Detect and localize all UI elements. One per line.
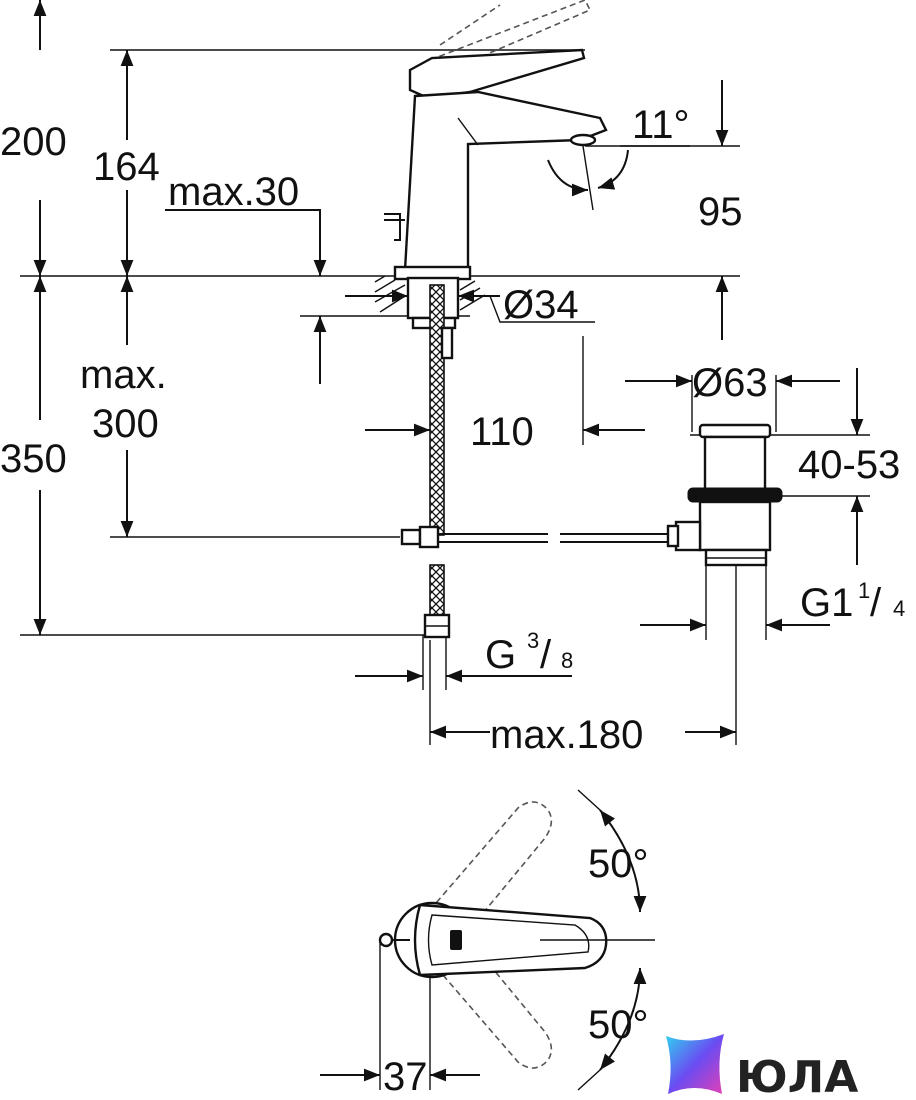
dim-waste-range: 40-53: [798, 443, 900, 487]
lever-handle: [408, 48, 586, 100]
dim-supply-thread-prefix: G: [485, 633, 516, 677]
svg-text:/: /: [870, 581, 882, 625]
lever-raised-outline: [428, 0, 592, 71]
brand-logo-icon: [666, 1034, 724, 1094]
faucet-body: [403, 90, 608, 272]
dim-total-height: 200: [0, 120, 67, 164]
dim-waste-thread-den: 4: [893, 596, 905, 621]
lever-left-position: [428, 801, 553, 937]
dim-max-value: 300: [92, 402, 159, 446]
popup-knob: [378, 932, 394, 948]
dim-max-distance: max.180: [490, 713, 643, 757]
deck-section: [374, 275, 486, 313]
popup-rod-lower: [440, 326, 454, 360]
side-view-labels: 200 164 max.30 11° 95 Ø34 max. 300 350 1…: [0, 103, 905, 757]
supply-hose: [429, 284, 445, 536]
dim-supply-thread-den: 8: [561, 648, 573, 673]
waste-valve: [666, 423, 783, 567]
rod-clamp: [400, 528, 422, 546]
dim-offset: 37: [383, 1055, 428, 1099]
faucet-top-view: 50° 50° 37: [320, 789, 655, 1099]
dim-supply-thread-num: 3: [527, 628, 539, 653]
dim-max-label: max.: [80, 353, 167, 397]
brand-watermark: ЮЛА: [666, 1034, 858, 1100]
aerator: [569, 133, 597, 147]
faucet-side-view: [374, 0, 783, 639]
brand-name: ЮЛА: [736, 1052, 858, 1100]
side-view-dimensions: [20, 0, 870, 745]
lever-right-position: [428, 933, 553, 1069]
lever-center: [413, 903, 608, 977]
dim-max-thickness: max.30: [168, 170, 299, 214]
svg-text:/: /: [540, 633, 552, 677]
dim-spout-height: 164: [93, 145, 160, 189]
dim-hole-diameter: Ø34: [503, 283, 579, 327]
dim-outlet-height: 95: [698, 190, 743, 234]
dim-total-length: 350: [0, 437, 67, 481]
dim-waste-diameter: Ø63: [692, 361, 768, 405]
dim-angle: 11°: [632, 103, 690, 147]
popup-rod-knob: [384, 213, 401, 241]
dim-angle-up: 50°: [588, 842, 649, 886]
dim-waste-thread-prefix: G1: [800, 581, 853, 625]
lever-indicator: [450, 930, 462, 950]
dim-waste-thread-num: 1: [858, 578, 870, 603]
dim-angle-down: 50°: [588, 1003, 649, 1047]
dim-reach: 110: [470, 410, 534, 454]
